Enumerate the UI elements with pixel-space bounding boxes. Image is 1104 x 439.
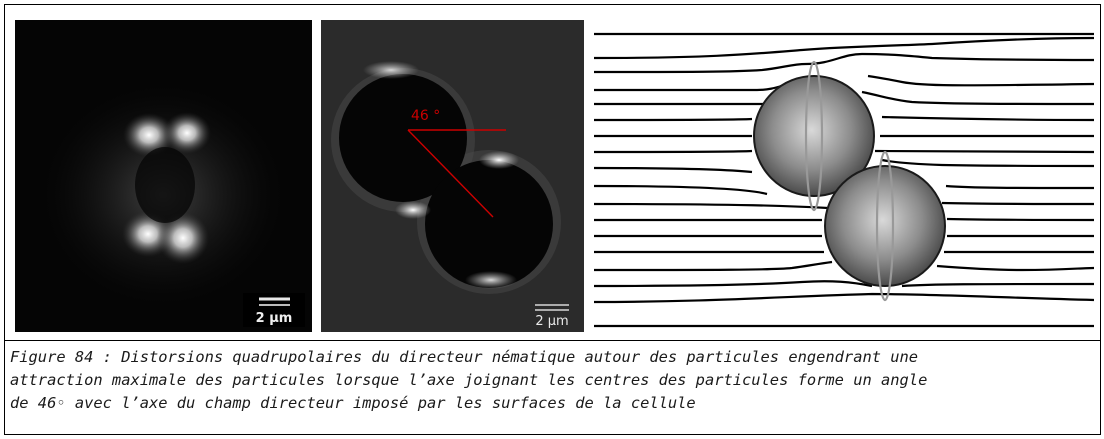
- scale-bar-label-left: 2 µm: [256, 311, 293, 326]
- caption-line-2: attraction maximale des particules lorsq…: [10, 371, 928, 389]
- field-line: [874, 149, 1095, 154]
- field-line: [593, 260, 833, 272]
- field-line: [593, 117, 753, 122]
- director-field-diagram: [592, 20, 1096, 332]
- particle-dark-1: [339, 74, 467, 202]
- field-line: [941, 201, 1095, 206]
- defect-ring-1: [804, 60, 824, 212]
- figure-caption: Figure 84 : Distorsions quadrupolaires d…: [10, 346, 1098, 415]
- caption-line-1: Figure 84 : Distorsions quadrupolaires d…: [10, 348, 919, 366]
- field-line: [867, 74, 1095, 87]
- field-line: [593, 292, 1095, 304]
- field-line: [936, 264, 1095, 272]
- scale-bar-left: 2 µm: [243, 293, 305, 327]
- scale-bar-middle: 2 µm: [535, 304, 569, 329]
- scale-bar-label-middle: 2 µm: [535, 314, 568, 329]
- field-line: [593, 202, 829, 210]
- center-axis-line: [407, 129, 494, 218]
- field-line: [593, 184, 768, 196]
- microscopy-panel-middle: 46 ° 2 µm: [321, 20, 584, 332]
- particle-sphere-1: [753, 75, 875, 197]
- microscopy-panel-left: 2 µm: [15, 20, 312, 332]
- field-line: [593, 149, 753, 154]
- field-line: [594, 98, 791, 106]
- field-line: [945, 184, 1095, 190]
- field-line: [593, 52, 1095, 74]
- lobe-top-right: [163, 112, 211, 154]
- field-line: [593, 36, 1095, 60]
- caption-separator: [4, 340, 1101, 341]
- angle-label: 46 °: [411, 108, 440, 124]
- field-line: [881, 158, 1095, 168]
- caption-line-3: de 46◦ avec l’axe du champ directeur imp…: [10, 394, 696, 412]
- defect-ring-2: [875, 150, 895, 302]
- particle-sphere-2: [824, 165, 946, 287]
- field-line: [901, 282, 1095, 288]
- field-line: [946, 217, 1095, 222]
- field-line: [593, 166, 753, 174]
- lobe-bottom-right: [157, 212, 209, 264]
- field-line: [593, 280, 873, 288]
- field-line: [861, 90, 1095, 106]
- particle-dark-2: [425, 160, 553, 288]
- lobe-top-left: [123, 113, 175, 157]
- field-line: [881, 115, 1095, 122]
